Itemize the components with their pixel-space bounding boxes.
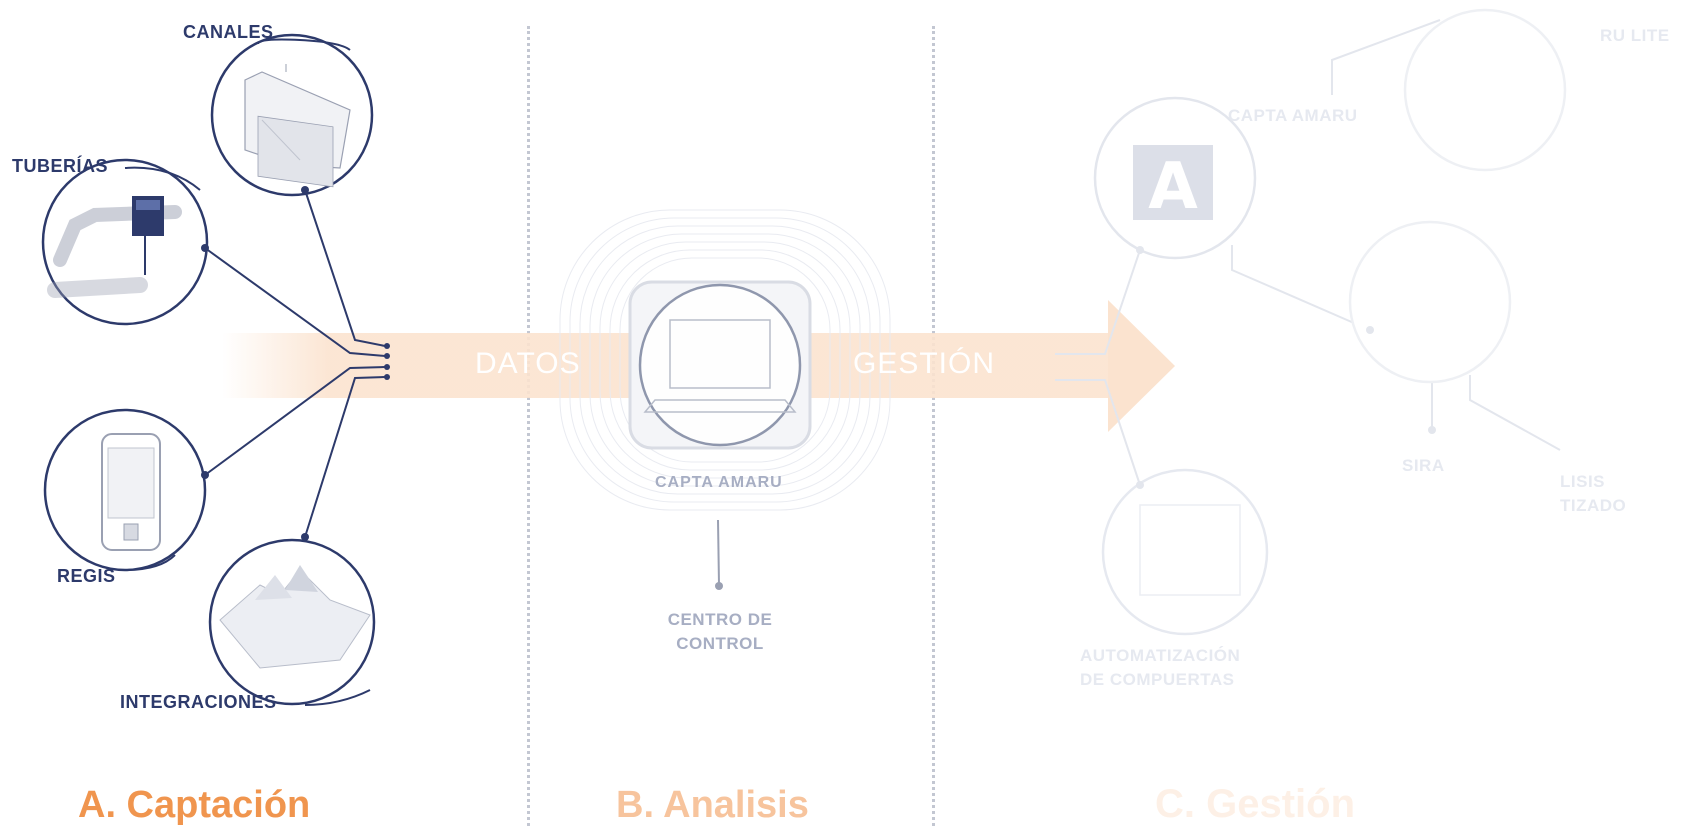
integraciones-icon	[208, 538, 376, 706]
integraciones-label-arc	[304, 689, 371, 706]
divider-analisis-gestion	[932, 26, 935, 826]
svg-text:A: A	[1148, 150, 1198, 224]
analysis-glow-rings	[559, 209, 891, 511]
analisis-automatizado-line2: TIZADO	[1560, 496, 1627, 515]
analisis-automatizado-label: LISIS TIZADO	[1560, 470, 1626, 518]
centro-control-label: CENTRO DE CONTROL	[640, 608, 800, 656]
centro-connector	[717, 519, 720, 586]
centro-control-line2: CONTROL	[676, 634, 764, 653]
automatizacion-line2: DE COMPUERTAS	[1080, 670, 1235, 689]
gestion-connectors	[1055, 19, 1561, 486]
capta-amaru-gestion-icon: A	[1093, 96, 1257, 260]
amaru-lite-icon	[1403, 8, 1567, 172]
laptop-icon	[638, 283, 802, 447]
analisis-automatizado-line1: LISIS	[1560, 472, 1606, 491]
canales-icon	[210, 33, 374, 197]
sira-label: SIRA	[1402, 456, 1445, 475]
tuberias-icon	[41, 158, 209, 326]
automatizacion-line1: AUTOMATIZACIÓN	[1080, 646, 1241, 665]
section-title-analisis: B. Analisis	[616, 784, 809, 826]
datos-label: DATOS	[475, 347, 581, 380]
connector-dots	[201, 186, 390, 541]
tuberias-label: TUBERÍAS	[12, 156, 109, 176]
capta-amaru-label: CAPTA AMARU	[655, 474, 783, 491]
canales-label: CANALES	[183, 22, 274, 42]
divider-captacion-analisis	[527, 26, 530, 826]
compuertas-icon	[1101, 468, 1269, 636]
tuberias-label-arc	[124, 166, 201, 191]
section-title-captacion: A. Captación	[78, 784, 311, 826]
gestion-flow-label: GESTIÓN	[853, 347, 996, 380]
canales-label-arc	[257, 38, 351, 51]
regis-icon	[43, 408, 207, 572]
sira-icon	[1348, 220, 1512, 384]
gestion-dots	[1136, 246, 1436, 489]
amaru-lite-label: RU LITE	[1600, 26, 1670, 45]
capta-amaru-gestion-label: CAPTA AMARU	[1228, 106, 1358, 125]
regis-label-arc	[124, 554, 176, 571]
section-title-gestion: C. Gestión	[1155, 782, 1356, 826]
centro-control-line1: CENTRO DE	[667, 610, 773, 629]
integraciones-label: INTEGRACIONES	[120, 692, 277, 712]
regis-label: REGIS	[57, 566, 116, 586]
captacion-connectors	[204, 189, 386, 538]
automatizacion-compuertas-label: AUTOMATIZACIÓN DE COMPUERTAS	[1080, 644, 1240, 692]
centro-dot	[715, 582, 723, 590]
